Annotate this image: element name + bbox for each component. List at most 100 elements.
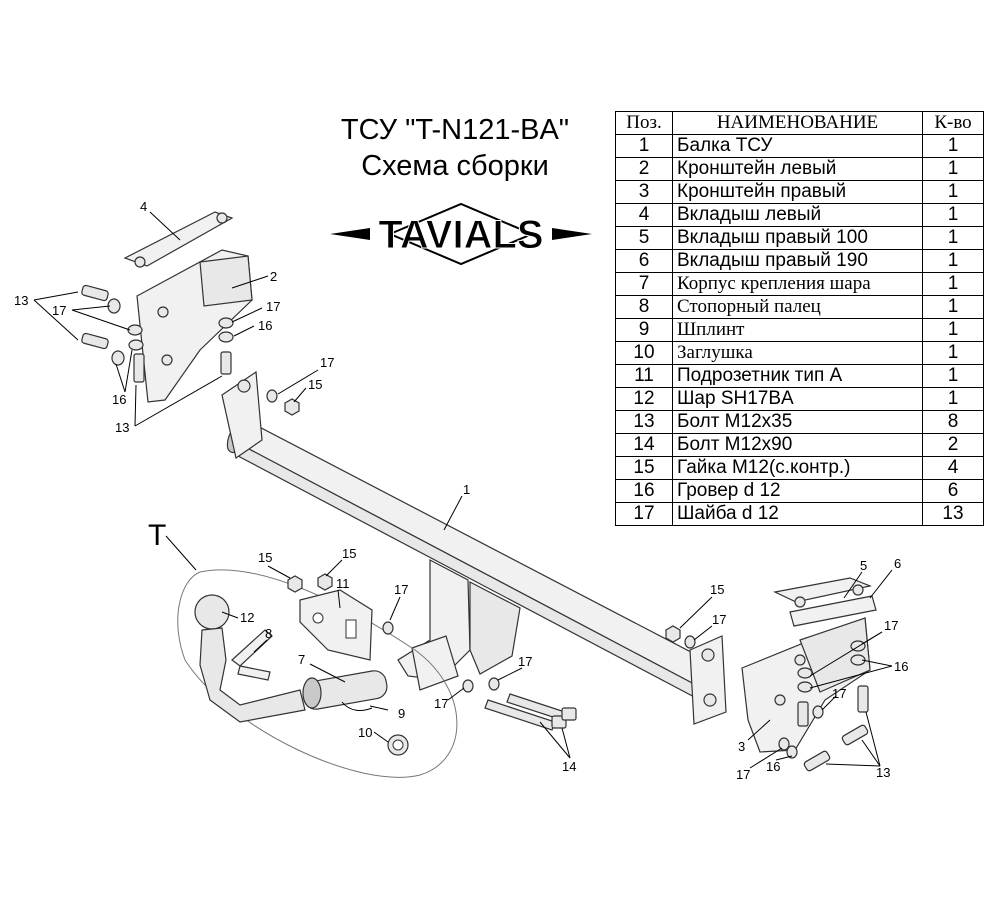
callout-4: 4 xyxy=(140,199,147,214)
row-pos: 9 xyxy=(615,318,673,342)
row-pos: 11 xyxy=(615,364,673,388)
callout-13: 13 xyxy=(876,765,890,780)
long-bolts xyxy=(462,677,577,731)
row-pos: 15 xyxy=(615,456,673,480)
leader-lines xyxy=(33,211,893,769)
callout-9: 9 xyxy=(398,706,405,721)
row-qty: 1 xyxy=(922,341,984,365)
callout-16: 16 xyxy=(766,759,780,774)
callout-11: 11 xyxy=(336,576,350,591)
callout-7: 7 xyxy=(298,652,305,667)
row-name: Болт М12х90 xyxy=(672,433,923,457)
callout-17: 17 xyxy=(52,303,66,318)
callout-8: 8 xyxy=(265,626,272,641)
row-pos: 8 xyxy=(615,295,673,319)
callout-17: 17 xyxy=(266,299,280,314)
header-pos: Поз. xyxy=(615,111,673,135)
callout-17: 17 xyxy=(736,767,750,782)
row-name: Стопорный палец xyxy=(672,295,923,319)
header-name: НАИМЕНОВАНИЕ xyxy=(672,111,923,135)
right-bracket-assembly xyxy=(665,577,877,772)
callout-13: 13 xyxy=(115,420,129,435)
callout-17: 17 xyxy=(394,582,408,597)
row-qty: 1 xyxy=(922,226,984,250)
row-qty: 13 xyxy=(922,502,984,526)
callout-16: 16 xyxy=(894,659,908,674)
callout-10: 10 xyxy=(358,725,372,740)
row-pos: 1 xyxy=(615,134,673,158)
row-pos: 2 xyxy=(615,157,673,181)
row-qty: 8 xyxy=(922,410,984,434)
row-pos: 12 xyxy=(615,387,673,411)
row-qty: 1 xyxy=(922,134,984,158)
row-qty: 1 xyxy=(922,295,984,319)
row-name: Кронштейн левый xyxy=(672,157,923,181)
callout-3: 3 xyxy=(738,739,745,754)
row-name: Болт М12х35 xyxy=(672,410,923,434)
callout-13: 13 xyxy=(14,293,28,308)
callout-17: 17 xyxy=(320,355,334,370)
callout-16: 16 xyxy=(258,318,272,333)
row-name: Заглушка xyxy=(672,341,923,365)
callout-16: 16 xyxy=(112,392,126,407)
callout-17: 17 xyxy=(434,696,448,711)
title-line-1: ТСУ "T-N121-BA" xyxy=(340,114,570,146)
row-qty: 1 xyxy=(922,318,984,342)
row-pos: 3 xyxy=(615,180,673,204)
row-name: Подрозетник тип А xyxy=(672,364,923,388)
row-name: Балка ТСУ xyxy=(672,134,923,158)
callout-1: 1 xyxy=(463,482,470,497)
row-name: Шайба d 12 xyxy=(672,502,923,526)
row-qty: 2 xyxy=(922,433,984,457)
callout-6: 6 xyxy=(894,556,901,571)
callout-17: 17 xyxy=(884,618,898,633)
row-name: Шплинт xyxy=(672,318,923,342)
callout-2: 2 xyxy=(270,269,277,284)
row-qty: 1 xyxy=(922,364,984,388)
row-qty: 1 xyxy=(922,387,984,411)
callout-15: 15 xyxy=(710,582,724,597)
row-name: Гайка М12(с.контр.) xyxy=(672,456,923,480)
row-pos: 6 xyxy=(615,249,673,273)
row-name: Шар SH17BA xyxy=(672,387,923,411)
row-name: Вкладыш правый 190 xyxy=(672,249,923,273)
row-pos: 13 xyxy=(615,410,673,434)
page-title: ТСУ "T-N121-BA" Схема сборки xyxy=(300,112,610,184)
row-qty: 6 xyxy=(922,479,984,503)
callout-5: 5 xyxy=(860,558,867,573)
row-qty: 1 xyxy=(922,157,984,181)
callout-labels: 4 2 13 17 16 13 17 16 17 15 1 T 15 15 11… xyxy=(14,199,908,782)
row-pos: 17 xyxy=(615,502,673,526)
row-qty: 1 xyxy=(922,180,984,204)
row-pos: 10 xyxy=(615,341,673,365)
row-qty: 1 xyxy=(922,203,984,227)
detail-t-group xyxy=(177,569,458,778)
row-name: Вкладыш левый xyxy=(672,203,923,227)
row-qty: 1 xyxy=(922,272,984,296)
row-pos: 14 xyxy=(615,433,673,457)
logo-text: TAVIALS xyxy=(378,213,543,257)
callout-17: 17 xyxy=(518,654,532,669)
row-name: Гровер d 12 xyxy=(672,479,923,503)
left-bracket-assembly xyxy=(81,211,300,416)
callout-15: 15 xyxy=(308,377,322,392)
hitch-beam xyxy=(221,370,727,725)
row-name: Корпус крепления шара xyxy=(672,272,923,296)
callout-15: 15 xyxy=(342,546,356,561)
row-pos: 7 xyxy=(615,272,673,296)
